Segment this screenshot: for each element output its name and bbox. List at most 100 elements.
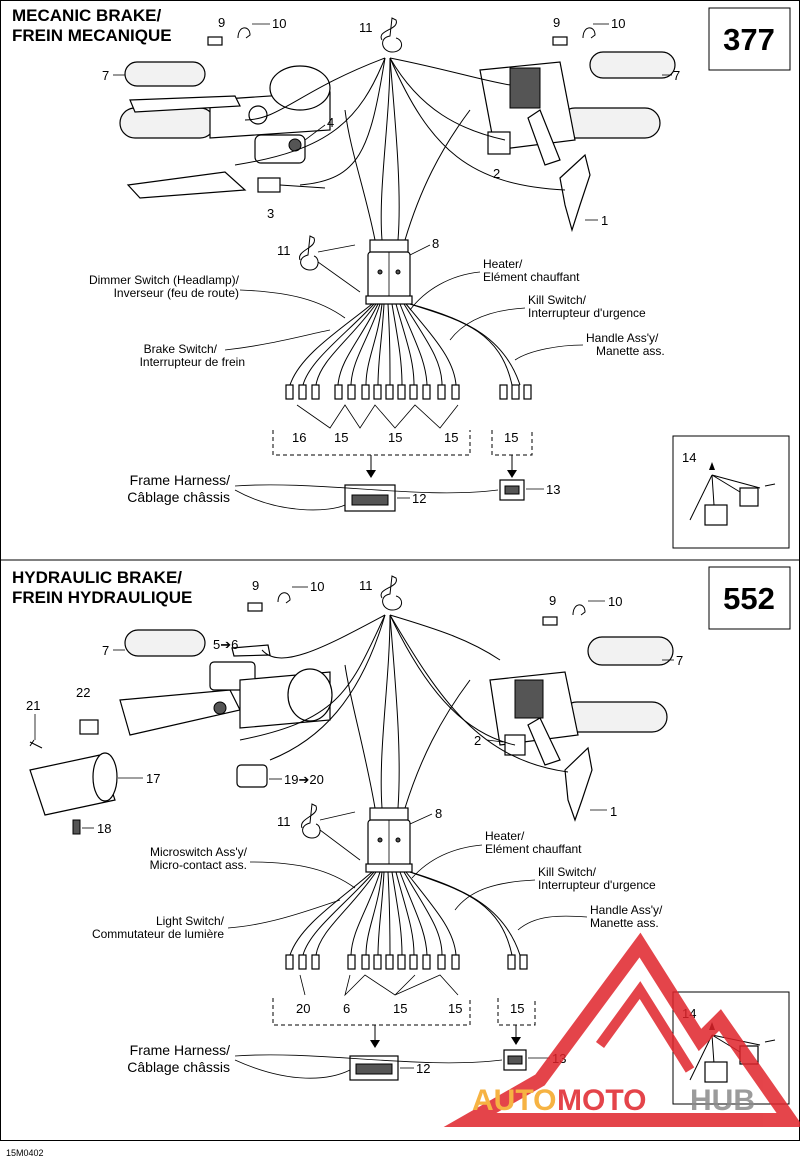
callout-13: 13 [546,482,560,497]
bottom-part-9-left [247,602,263,612]
brake-lever-part [126,171,247,199]
bottom-section: HYDRAULIC BRAKE/ FREIN HYDRAULIQUE 552 [12,566,791,1105]
group-15-a: 15 [334,430,348,445]
label-handle-1: Handle Ass'y/ [586,331,659,345]
bottom-frame-label-1: Frame Harness/ [130,1042,230,1058]
part-10-left [237,27,251,39]
part-9-right [552,36,568,46]
bottom-callout-11-top: 11 [359,578,373,593]
bottom-label-light-1: Light Switch/ [156,914,225,928]
callout-14: 14 [682,450,696,465]
part-19-20 [236,764,268,788]
bottom-page-number: 552 [723,581,775,616]
bottom-label-kill-2: Interrupteur d'urgence [538,878,656,892]
group-16: 16 [292,430,306,445]
label-dimmer-1: Dimmer Switch (Headlamp)/ [89,273,240,287]
part-21 [29,739,43,749]
bottom-title-line1: HYDRAULIC BRAKE/ [12,568,182,587]
bottom-lower-wires [289,871,521,956]
bottom-terminals [285,954,528,997]
top-title-line2: FREIN MECANIQUE [12,26,172,45]
label-brake-2: Interrupteur de frein [140,355,245,369]
bottom-callout-9-left: 9 [252,578,259,593]
bottom-label-kill-1: Kill Switch/ [538,865,597,879]
label-brake-1: Brake Switch/ [144,342,218,356]
harness-body-part [365,239,413,305]
bottom-throttle-lever [564,746,593,822]
tie-wrap-11-mid [299,235,319,271]
bottom-group-15-c: 15 [510,1001,524,1016]
label-handle-2: Manette ass. [596,344,665,358]
bottom-callout-10-right: 10 [608,594,622,609]
bottom-callout-18: 18 [97,821,111,836]
watermark-text-hub: HUB [690,1084,755,1117]
callout-11-mid: 11 [277,243,291,258]
top-title-line1: MECANIC BRAKE/ [12,6,162,25]
label-kill-2: Interrupteur d'urgence [528,306,646,320]
brake-switch-part [257,177,326,193]
bottom-label-light-2: Commutateur de lumière [92,927,224,941]
top-page-number: 377 [723,22,775,57]
top-terminals [285,384,532,429]
bottom-label-micro-2: Micro-contact ass. [150,858,247,872]
callout-3: 3 [267,206,274,221]
bottom-callout-1: 1 [610,804,617,819]
part-5-6 [231,644,271,657]
bottom-group-15-b: 15 [448,1001,462,1016]
bottom-label-handle-2: Manette ass. [590,916,659,930]
group-15-d: 15 [504,430,518,445]
bottom-callout-8: 8 [435,806,442,821]
bottom-callout-22: 22 [76,685,90,700]
watermark-text-moto: MOTO [557,1084,646,1117]
top-lower-wires [289,303,521,386]
bottom-tie-wrap-11-top [380,575,402,611]
callout-7-right: 7 [673,68,680,83]
bottom-group-15-a: 15 [393,1001,407,1016]
bottom-page-box [708,566,791,630]
group-15-b: 15 [388,430,402,445]
heater-connector-part [487,131,511,155]
top-page-box [708,7,791,71]
callout-11-top: 11 [359,20,373,35]
watermark-logo: AUTO MOTO HUB [443,932,800,1127]
label-heater-1: Heater/ [483,257,523,271]
bottom-tie-wrap-11-mid [301,803,321,839]
bottom-callout-7-right: 7 [676,653,683,668]
bottom-callout-2: 2 [474,733,481,748]
bottom-left-grip [124,629,206,657]
top-frame-connector-12 [344,484,396,512]
bottom-callout-19-20: 19➔20 [284,772,324,787]
bottom-callout-17: 17 [146,771,160,786]
dimmer-switch-part [254,134,306,164]
figure-code: 15M0402 [6,1148,44,1158]
top-frame-label-2: Câblage châssis [127,489,230,505]
bottom-label-heater-1: Heater/ [485,829,525,843]
label-dimmer-2: Inverseur (feu de route) [114,286,239,300]
label-kill-1: Kill Switch/ [528,293,587,307]
bottom-label-heater-2: Elément chauffant [485,842,582,856]
bottom-callout-9-right: 9 [549,593,556,608]
bottom-wire-fan [239,614,569,809]
handguard-housing-part [29,719,118,816]
throttle-lever-part [559,153,591,233]
top-frame-label-1: Frame Harness/ [130,472,230,488]
bottom-group-20: 20 [296,1001,310,1016]
bottom-part-9-right [542,616,558,626]
bottom-frame-label-2: Câblage châssis [127,1059,230,1075]
bottom-callout-7-left: 7 [102,643,109,658]
bottom-harness-body [365,807,413,873]
watermark-text-auto: AUTO [472,1084,556,1117]
bottom-right-grip [489,636,674,766]
callout-7-left: 7 [102,68,109,83]
bottom-part-10-left [277,592,291,604]
callout-2: 2 [493,166,500,181]
bottom-label-micro-1: Microswitch Ass'y/ [150,845,248,859]
bottom-connector-13 [503,1049,527,1071]
top-bracket-main [272,430,471,456]
label-heater-2: Elément chauffant [483,270,580,284]
master-cylinder-part [119,661,333,736]
bottom-callout-5-6: 5➔6 [213,637,238,652]
bottom-callout-21: 21 [26,698,40,713]
top-inset-part [689,462,776,526]
group-15-c: 15 [444,430,458,445]
